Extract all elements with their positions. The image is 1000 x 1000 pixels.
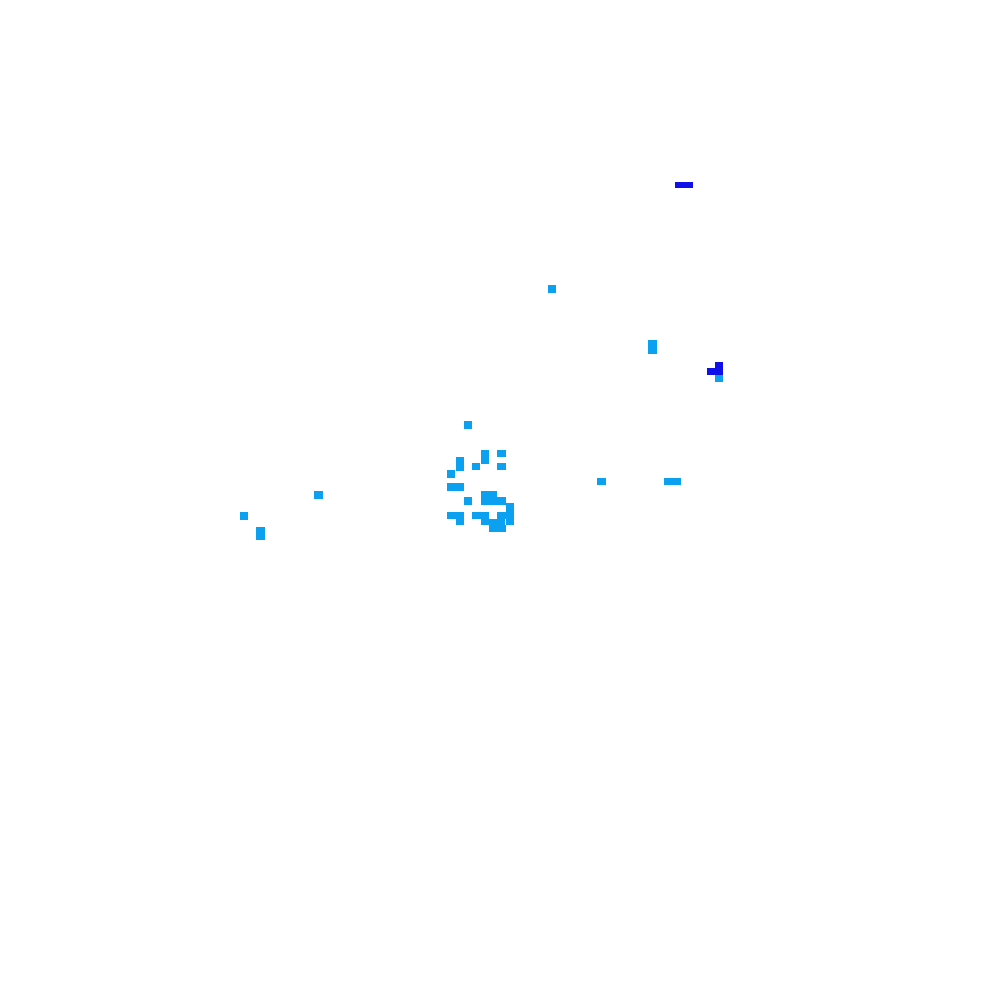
light-blue-cell bbox=[256, 527, 265, 540]
light-blue-cell bbox=[456, 519, 464, 525]
light-blue-cell bbox=[648, 340, 657, 354]
light-blue-cell bbox=[481, 491, 497, 505]
light-blue-cell bbox=[506, 519, 514, 525]
light-blue-cell bbox=[481, 450, 489, 464]
light-blue-cell bbox=[447, 483, 464, 491]
light-blue-cell bbox=[447, 470, 455, 478]
light-blue-cell bbox=[472, 512, 489, 519]
light-blue-cell bbox=[481, 519, 505, 525]
light-blue-cell bbox=[497, 497, 506, 505]
light-blue-cell bbox=[497, 450, 506, 457]
light-blue-cell bbox=[314, 491, 323, 499]
map-cells bbox=[240, 182, 723, 540]
light-blue-cell bbox=[240, 512, 248, 520]
light-blue-cell bbox=[497, 512, 514, 519]
light-blue-cell bbox=[456, 457, 464, 471]
dark-blue-cell bbox=[707, 368, 723, 375]
light-blue-cell bbox=[664, 478, 681, 485]
light-blue-cell bbox=[464, 497, 472, 505]
light-blue-cell bbox=[464, 421, 472, 429]
light-blue-cell bbox=[447, 512, 464, 519]
light-blue-cell bbox=[597, 478, 606, 485]
light-blue-cell bbox=[497, 463, 506, 470]
light-blue-cell bbox=[548, 285, 556, 293]
dark-blue-cell bbox=[715, 362, 723, 368]
light-blue-cell bbox=[472, 463, 480, 470]
light-blue-cell bbox=[506, 503, 514, 512]
light-blue-cell bbox=[715, 375, 723, 382]
dark-blue-cell bbox=[675, 182, 693, 188]
light-blue-cell bbox=[489, 525, 506, 532]
